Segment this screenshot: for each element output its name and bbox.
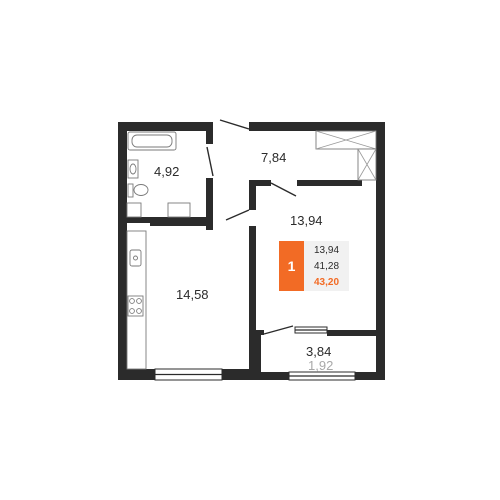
wall-loggia-right [327, 330, 385, 336]
living-area-value: 13,94 [314, 245, 340, 256]
wall-partition-cap [249, 180, 271, 186]
area-label-hall: 7,84 [261, 150, 287, 165]
wall-left [118, 122, 127, 380]
wall-bath-right-upper [206, 122, 213, 144]
total-area-value: 41,28 [314, 261, 340, 272]
area-label-living-room: 13,94 [290, 213, 323, 228]
wall-partition-upper [249, 180, 256, 210]
windows [154, 326, 356, 381]
wall-bath-bottom-ledge [150, 223, 213, 226]
washing-machine [126, 202, 142, 218]
kitchen-fixtures [126, 230, 147, 370]
wall-hall-living [297, 180, 362, 186]
wall-loggia-left [249, 335, 258, 380]
area-label-loggia: 3,84 [306, 344, 332, 359]
door-loggia [263, 325, 294, 335]
wall-loggia-left-inner [256, 335, 261, 372]
door-living [270, 182, 297, 197]
wall-top-bathroom [118, 122, 213, 131]
toilet-tank [127, 183, 134, 198]
wall-bottom-kitchen-left [118, 369, 155, 380]
wall-bottom-loggia-left [249, 372, 289, 380]
interior-walls [118, 122, 385, 380]
door-kitchen [225, 209, 250, 221]
door-entrance [219, 119, 250, 130]
area-label-kitchen: 14,58 [176, 287, 209, 302]
exterior-walls [118, 122, 385, 380]
wall-bottom-loggia-right [355, 372, 385, 380]
wardrobe [315, 130, 377, 181]
rooms-count-badge: 1 [279, 241, 304, 291]
wall-bath-bottom [118, 217, 213, 223]
apartment-info-card: 1 13,94 41,28 43,20 [279, 241, 349, 291]
area-label-loggia-reduced: 1,92 [308, 358, 334, 373]
wall-loggia-stub-left [256, 330, 264, 335]
doors [206, 119, 297, 335]
wall-right [376, 122, 385, 380]
wall-partition-lower [249, 226, 256, 372]
area-summary: 13,94 41,28 43,20 [304, 241, 349, 291]
door-bathroom [206, 146, 214, 177]
toilet-bowl [133, 184, 149, 196]
area-label-bathroom: 4,92 [154, 164, 180, 179]
total-with-loggia-value: 43,20 [314, 277, 340, 288]
bathroom-fixtures [126, 131, 191, 218]
bathroom-cabinet [167, 202, 191, 218]
bathtub-basin [131, 134, 173, 148]
wall-bath-right-lower [206, 178, 213, 230]
wall-bottom-kitchen-right [222, 369, 260, 380]
wall-top-right [249, 122, 385, 131]
